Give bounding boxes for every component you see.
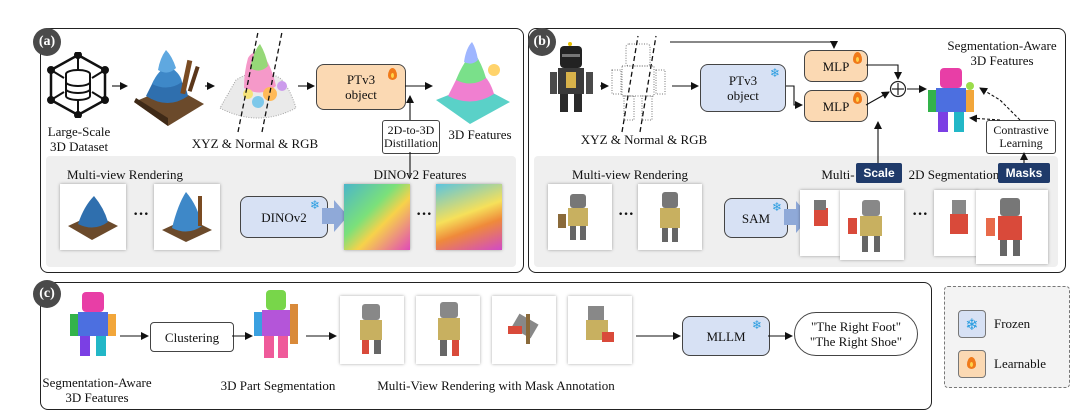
panel-b-badge: (b): [528, 28, 556, 56]
legend-snowflake-icon: ❄: [965, 314, 979, 334]
a-features-label: 3D Features: [448, 127, 512, 142]
b-render-thumb-2: [638, 184, 702, 250]
legend-learnable-swatch: [958, 350, 986, 378]
answer-quote-1: "The Right Foot": [810, 319, 902, 334]
mvr-mask-label: Multi-View Rendering with Mask Annotatio…: [377, 378, 615, 393]
dinov2-feature-thumb-1: [344, 184, 410, 250]
panel-c-badge: (c): [33, 280, 61, 308]
b-ellipsis-2: ···: [912, 206, 929, 223]
a-xyz-label: XYZ & Normal & RGB: [191, 136, 319, 151]
legend-frozen-label: Frozen: [994, 316, 1031, 331]
b-xyz-label: XYZ & Normal & RGB: [580, 132, 708, 147]
dataset-icon: [47, 52, 109, 118]
multi-prefix-label: Multi-: [821, 167, 855, 182]
mask-render-thumb-1: [340, 296, 404, 364]
b-seg-aware-label: Segmentation-Aware 3D Features: [947, 38, 1057, 68]
mllm-snowflake-icon: ❄: [752, 318, 763, 332]
answer-bubble: "The Right Foot" "The Right Shoe": [794, 312, 918, 356]
scale-tag: Scale: [856, 163, 902, 183]
seg-thumb-1-back: [800, 190, 840, 256]
c-seg-aware-object-image: [70, 292, 116, 356]
dinov2-snowflake-icon: ❄: [310, 198, 321, 212]
legend-frozen-swatch: ❄: [958, 310, 986, 338]
dataset-label: Large-Scale 3D Dataset: [47, 124, 111, 154]
seg-thumb-2: [976, 190, 1048, 264]
a-render-thumb-1: [60, 184, 126, 250]
part-seg-label: 3D Part Segmentation: [220, 378, 336, 393]
a-ellipsis-2: ···: [416, 206, 433, 223]
legend-learnable-label: Learnable: [994, 356, 1046, 371]
dinov2-big-arrow: [322, 200, 348, 232]
b-multiview-label: Multi-view Rendering: [572, 167, 688, 182]
b-render-thumb-1: [548, 184, 612, 250]
mask-render-thumb-2: [416, 296, 480, 364]
c-seg-aware-label: Segmentation-Aware 3D Features: [42, 375, 152, 405]
seg-thumb-1: [840, 190, 904, 260]
a-ellipsis-1: ···: [133, 206, 150, 223]
dinov2-features-label: DINOv2 Features: [373, 167, 467, 182]
a-multiview-label: Multi-view Rendering: [67, 167, 183, 182]
a-ptv3-flame-icon: [388, 68, 397, 80]
dinov2-box: DINOv2: [240, 196, 328, 238]
sam-big-arrow: [784, 201, 810, 233]
b-ellipsis-1: ···: [618, 206, 635, 223]
cake-object-image: [134, 50, 204, 126]
mlp-box-2: MLP: [804, 90, 868, 122]
knight-object-image: [550, 42, 593, 112]
panel-a-badge: (a): [33, 28, 61, 56]
mask-render-thumb-3: [492, 296, 556, 364]
sam-snowflake-icon: ❄: [772, 200, 783, 214]
b-ptv3-snowflake-icon: ❄: [770, 66, 781, 80]
mlp2-flame-icon: [853, 92, 862, 104]
legend-flame-icon: [967, 357, 976, 369]
b-seg-aware-object-image: [928, 68, 974, 132]
b-ptv3-box: PTv3 object: [700, 64, 786, 112]
distillation-box: 2D-to-3D Distillation: [382, 120, 440, 154]
mask-render-thumb-4: [568, 296, 632, 364]
b-xyz-pointcloud-image: [611, 35, 666, 133]
fuse-plus-icon: [889, 80, 907, 98]
answer-quote-2: "The Right Shoe": [809, 334, 903, 349]
part-segmentation-object-image: [254, 290, 298, 358]
a-render-thumb-2: [154, 184, 220, 250]
seg2d-label: 2D Segmentation: [908, 167, 1000, 182]
clustering-box: Clustering: [150, 322, 234, 352]
3d-features-image: [436, 42, 510, 124]
a-ptv3-box: PTv3 object: [316, 64, 406, 110]
dinov2-feature-thumb-2: [436, 184, 502, 250]
xyz-pointcloud-image: [219, 31, 297, 133]
mlp1-flame-icon: [853, 52, 862, 64]
mllm-box: MLLM: [682, 316, 770, 356]
seg-thumb-2-back: [934, 190, 978, 256]
masks-tag: Masks: [998, 163, 1050, 183]
